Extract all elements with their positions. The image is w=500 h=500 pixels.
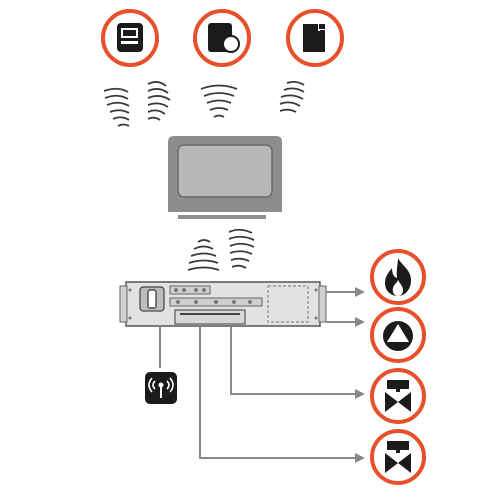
flame-icon — [385, 258, 412, 296]
zone-valve-icon — [385, 380, 411, 412]
wiring-center — [119, 281, 327, 327]
zone-valve-wire-1 — [230, 326, 357, 395]
signal-waves-right — [279, 80, 305, 113]
zone-valve-wire-1-arrow — [355, 389, 365, 399]
remote-sensor-device — [286, 9, 344, 67]
pump-output — [370, 307, 426, 363]
pump-wire-arrow — [355, 317, 365, 327]
signal-waves-lower — [187, 228, 255, 271]
zone-valve-wire-2 — [199, 326, 357, 459]
controller-connections — [159, 287, 365, 463]
signal-waves-center — [200, 84, 238, 118]
remote-sensor-icon — [303, 24, 325, 52]
boiler-output — [370, 249, 426, 305]
antenna-icon — [148, 377, 174, 398]
touchscreen-hub — [168, 136, 282, 219]
antenna-receiver — [145, 372, 177, 404]
zone-valve-icon — [385, 441, 411, 473]
door-sensor-device — [193, 9, 251, 67]
pump-icon — [383, 321, 413, 351]
zone-valve-output-2 — [370, 429, 426, 485]
zone-valve-ring-2 — [370, 429, 426, 485]
hub-screen — [177, 144, 273, 198]
door-window-sensor-icon — [208, 23, 240, 53]
thermostat-icon — [117, 23, 143, 52]
signal-waves-left — [103, 81, 171, 127]
zone-valve-ring-1 — [370, 368, 426, 424]
relay-zone — [267, 285, 309, 323]
thermostat-device — [101, 9, 159, 67]
hub-stand — [178, 215, 266, 219]
zone-valve-wire-2-arrow — [355, 453, 365, 463]
zone-valve-output-1 — [370, 368, 426, 424]
terminal-strip — [174, 309, 246, 325]
flame-wire-arrow — [355, 287, 365, 297]
